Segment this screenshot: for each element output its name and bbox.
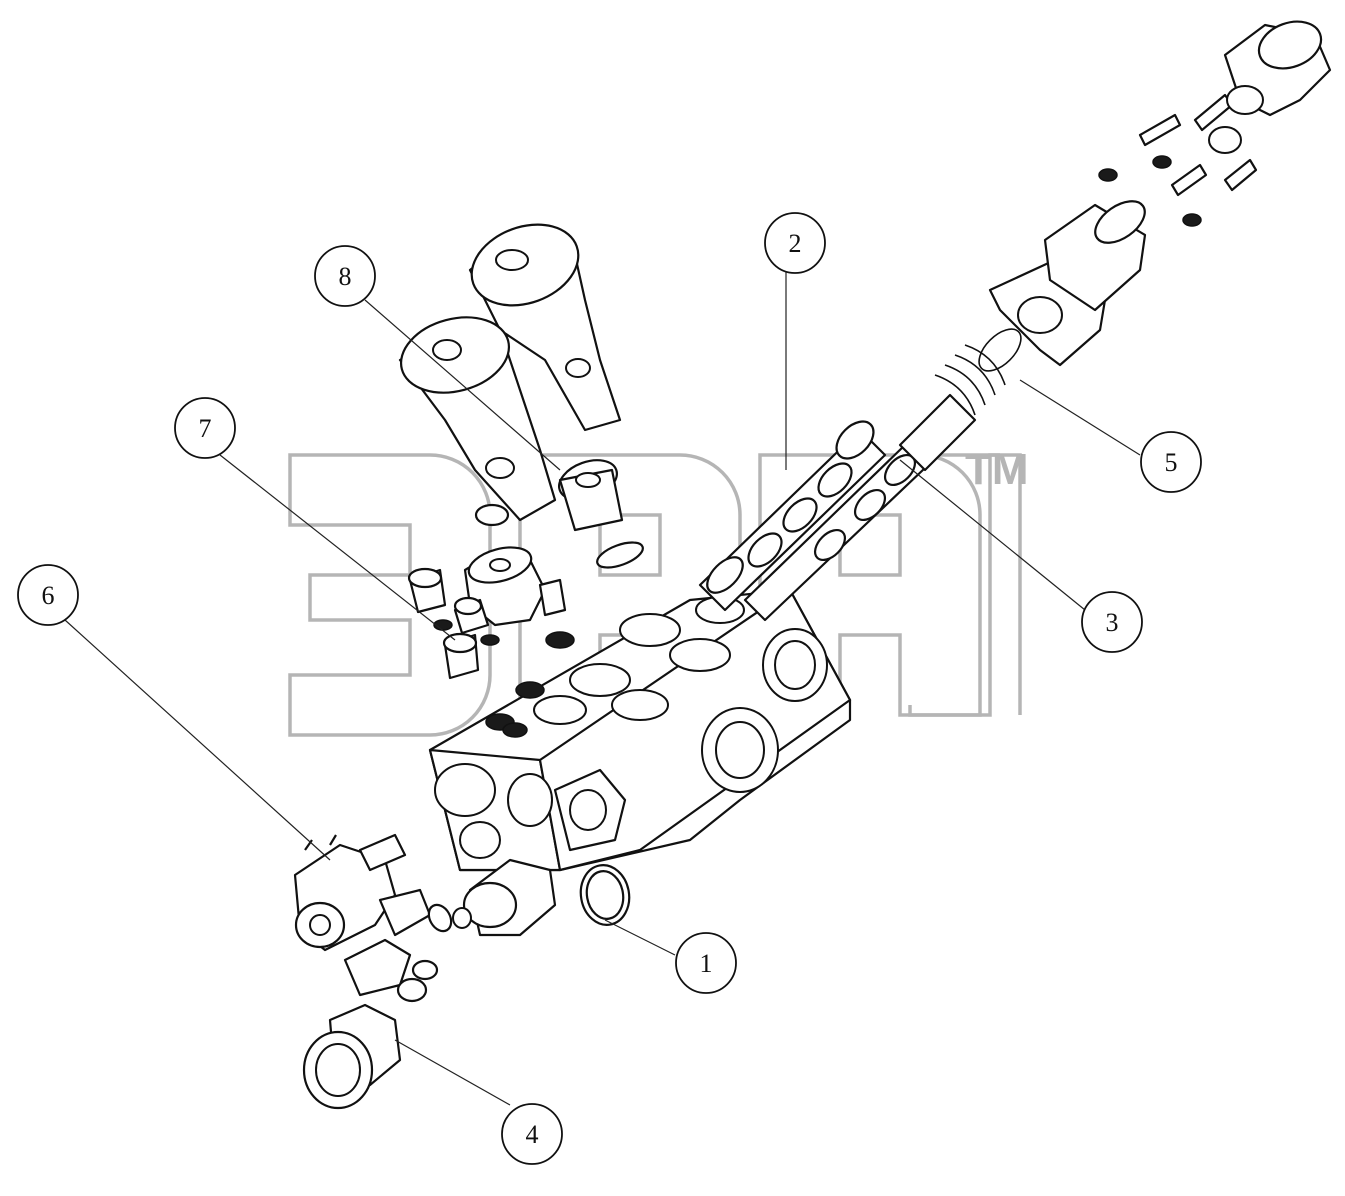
leader-lines — [64, 265, 1141, 1106]
callout-4: 4 — [501, 1103, 563, 1165]
leader-3 — [899, 459, 1086, 611]
lower-fitting-assembly — [302, 858, 557, 1110]
callout-label-6: 6 — [42, 581, 55, 610]
callout-8: 8 — [314, 245, 376, 307]
leader-4 — [394, 1039, 511, 1106]
leader-5 — [1019, 379, 1141, 456]
callout-label-5: 5 — [1165, 448, 1178, 477]
leader-6 — [64, 619, 331, 861]
spring-cap-assembly — [898, 20, 1332, 472]
small-fittings — [407, 546, 567, 680]
solenoid-assembly — [293, 833, 453, 952]
callout-label-1: 1 — [700, 949, 713, 978]
callout-label-4: 4 — [526, 1120, 539, 1149]
cartridge-valves — [398, 223, 644, 569]
callout-label-3: 3 — [1106, 608, 1119, 637]
o-ring-inner — [585, 870, 625, 920]
leader-7 — [219, 454, 456, 641]
callout-7: 7 — [174, 397, 236, 459]
callout-label-8: 8 — [339, 262, 352, 291]
callout-6: 6 — [17, 564, 79, 626]
callout-2: 2 — [764, 212, 826, 274]
watermark-tm: TM — [965, 445, 1029, 494]
leader-8 — [364, 299, 561, 471]
callout-label-7: 7 — [199, 414, 212, 443]
callout-1: 1 — [675, 932, 737, 994]
callout-label-2: 2 — [789, 229, 802, 258]
leader-1 — [604, 919, 676, 956]
spool-assembly — [698, 420, 927, 622]
callout-3: 3 — [1081, 591, 1143, 653]
callout-5: 5 — [1140, 431, 1202, 493]
valve-body — [428, 588, 852, 872]
